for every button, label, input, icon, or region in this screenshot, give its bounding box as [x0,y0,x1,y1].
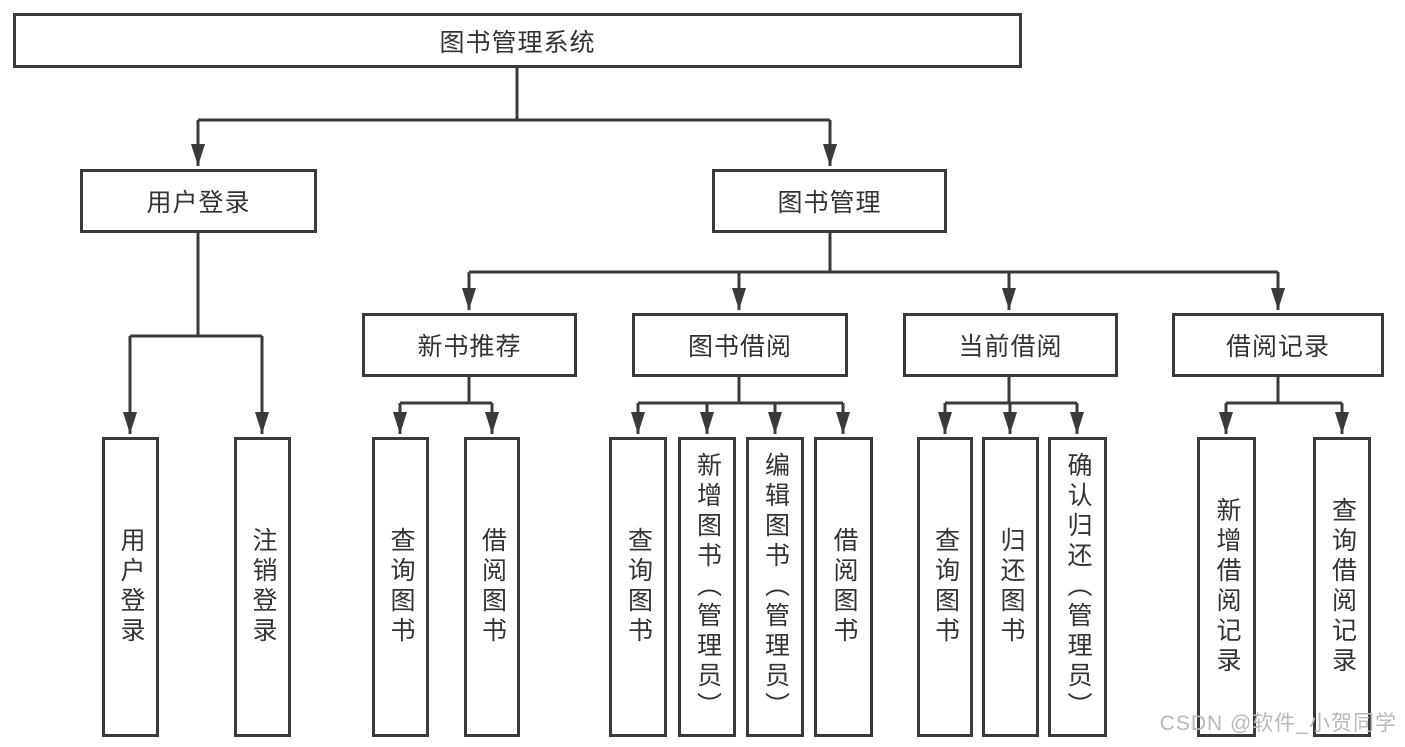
csdn-watermark: CSDN @软件_小贺同学 [1159,712,1397,735]
connector-arrows [123,120,1349,434]
leaf-borrow-books: 借阅图书 [814,437,873,737]
leaf-borrow-books-recommend: 借阅图书 [464,437,520,737]
leaf-add-books-admin: 新增图书（管理员） [678,437,736,737]
leaf-query-borrow-record-label: 查询借阅记录 [1328,497,1357,677]
leaf-add-books-admin-label: 新增图书（管理员） [693,452,722,722]
leaf-confirm-return-admin-label: 确认归还（管理员） [1064,452,1092,722]
leaf-add-borrow-record: 新增借阅记录 [1197,437,1256,737]
leaf-query-books-current-label: 查询图书 [931,527,960,647]
leaf-return-books-label: 归还图书 [997,527,1025,647]
node-borrowing-records: 借阅记录 [1172,313,1384,377]
node-book-borrowing: 图书借阅 [632,313,848,377]
leaf-query-books-current: 查询图书 [917,437,973,737]
leaf-query-books-recommend: 查询图书 [372,437,429,737]
leaf-query-books-recommend-label: 查询图书 [387,527,415,647]
leaf-query-books-borrow: 查询图书 [609,437,667,737]
leaf-add-borrow-record-label: 新增借阅记录 [1213,497,1241,677]
node-user-login: 用户登录 [80,169,317,233]
leaf-borrow-books-recommend-label: 借阅图书 [478,527,507,647]
node-current-borrowing: 当前借阅 [903,313,1118,377]
node-library-management-system: 图书管理系统 [13,13,1022,68]
leaf-logout: 注销登录 [234,437,291,737]
leaf-edit-books-admin: 编辑图书（管理员） [746,437,804,737]
node-new-book-recommendation: 新书推荐 [362,313,577,377]
leaf-user-login-label: 用户登录 [117,527,145,647]
leaf-edit-books-admin-label: 编辑图书（管理员） [761,452,790,722]
leaf-user-login: 用户登录 [102,437,159,737]
leaf-logout-label: 注销登录 [249,527,277,647]
leaf-return-books: 归还图书 [982,437,1039,737]
leaf-query-borrow-record: 查询借阅记录 [1313,437,1371,737]
node-book-management: 图书管理 [712,169,947,233]
leaf-confirm-return-admin: 确认归还（管理员） [1048,437,1107,737]
leaf-borrow-books-label: 借阅图书 [830,527,858,647]
leaf-query-books-borrow-label: 查询图书 [624,527,653,647]
